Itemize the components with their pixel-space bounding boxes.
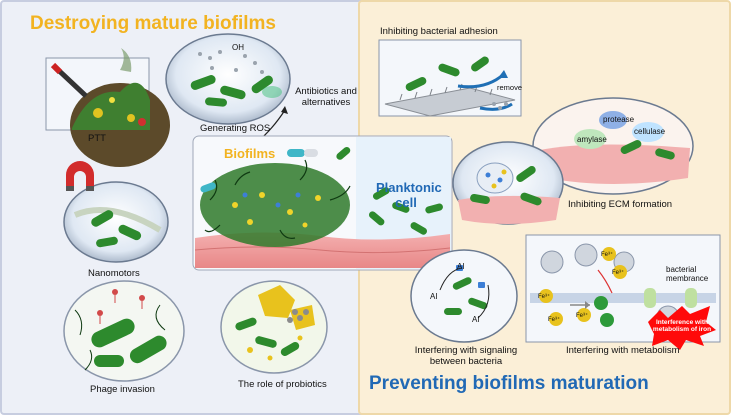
- antibiotics-label-line1: Antibiotics and: [295, 86, 357, 97]
- right-title: Preventing biofilms maturation: [369, 373, 649, 394]
- interference-label: Interference with metabolism of iron: [652, 319, 712, 333]
- ai-label-1: AI: [457, 262, 465, 271]
- signaling-label-line1: Interfering with signaling: [414, 345, 518, 356]
- metabolism-label: Interfering with metabolism: [566, 345, 680, 356]
- adhesion-illustration: [378, 39, 522, 117]
- magnet-icon: [66, 161, 94, 190]
- ros-symbol: OH: [232, 43, 244, 52]
- signaling-label: Interfering with signaling between bacte…: [406, 345, 526, 367]
- planktonic-label: Planktonic cell: [376, 180, 442, 210]
- membrane-label-line1: bacterial: [666, 265, 697, 274]
- cellulase-label: cellulase: [634, 127, 666, 136]
- ai-label-2: AI: [430, 292, 438, 301]
- membrane-label: bacterial membrance: [666, 265, 708, 283]
- nanomotors-illustration: [63, 161, 169, 263]
- fe-label-4: Fe³⁺: [576, 313, 589, 319]
- capsule-icon: [287, 149, 305, 157]
- interference-label-line1: Interference with: [655, 319, 708, 326]
- ptt-illustration: [45, 48, 170, 167]
- phage-label: Phage invasion: [90, 384, 155, 395]
- left-title: Destroying mature biofilms: [30, 13, 276, 34]
- fe-label-2: Fe³⁺: [612, 270, 625, 276]
- membrane-label-line2: membrance: [666, 274, 709, 283]
- ptt-label: PTT: [88, 133, 106, 144]
- remove-label: remove: [497, 83, 523, 92]
- protease-label: protease: [603, 115, 635, 124]
- signaling-label-line2: between bacteria: [429, 356, 503, 367]
- fe-label-1: Fe³⁺: [601, 252, 614, 258]
- antibiotics-label-line2: alternatives: [301, 97, 351, 108]
- interference-label-line2: metabolism of iron: [652, 326, 712, 333]
- adhesion-label: Inhibiting bacterial adhesion: [380, 26, 498, 37]
- planktonic-label-line1: Planktonic: [376, 180, 442, 195]
- phage-icon: [97, 289, 145, 316]
- cellulase-shape: [632, 122, 664, 142]
- protease-shape: [599, 111, 627, 129]
- ecm-formation-illustration: [452, 141, 564, 225]
- nanomotors-label: Nanomotors: [88, 268, 140, 279]
- metabolism-illustration: [525, 234, 721, 350]
- signaling-illustration: [410, 249, 518, 343]
- generating-ros-label: Generating ROS: [200, 123, 271, 134]
- ecm-illustration: [532, 97, 694, 195]
- probiotics-label: The role of probiotics: [238, 379, 327, 390]
- phage-illustration: [63, 280, 185, 382]
- ros-illustration: [165, 33, 291, 125]
- amylase-shape: [574, 129, 606, 149]
- antibiotics-label: Antibiotics and alternatives: [286, 86, 366, 108]
- fe-label-5: Fe³⁺: [548, 317, 561, 323]
- fe-label-3: Fe³⁺: [538, 294, 551, 300]
- biofilm-box: [192, 135, 453, 271]
- ai-label-3: AI: [472, 315, 480, 324]
- ecm-label: Inhibiting ECM formation: [568, 199, 673, 210]
- fe-ion-icon: [602, 247, 616, 261]
- probiotics-illustration: [220, 280, 328, 374]
- amylase-label: amylase: [577, 135, 607, 144]
- planktonic-label-line2: cell: [395, 195, 417, 210]
- interference-burst: [648, 306, 716, 350]
- biofilms-label: Biofilms: [224, 146, 276, 161]
